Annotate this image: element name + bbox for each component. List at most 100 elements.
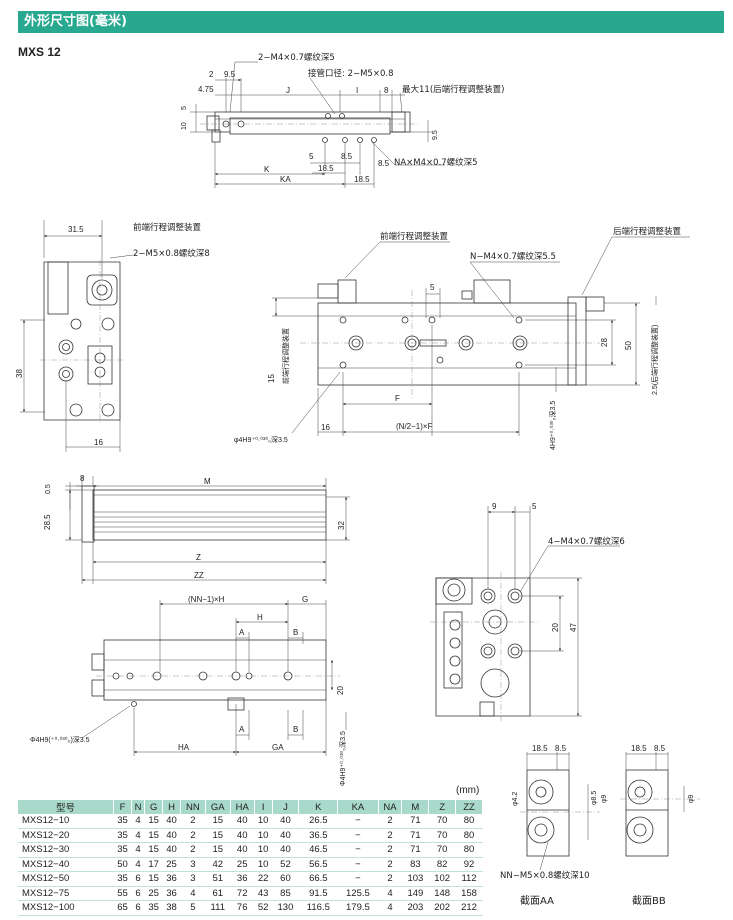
dim-50: 50 <box>624 341 633 350</box>
dim-HA: HA <box>178 743 190 752</box>
table-cell: 50 <box>113 857 132 872</box>
table-cell: 70 <box>428 828 456 843</box>
table-cell: 80 <box>455 828 483 843</box>
table-cell: 6 <box>131 900 145 916</box>
dim-ZZ: ZZ <box>194 571 204 580</box>
table-cell: 36 <box>162 886 181 901</box>
table-cell: 52 <box>254 900 273 916</box>
table-cell: 35 <box>113 871 132 887</box>
table-cell: 15 <box>205 828 231 843</box>
col-Z: Z <box>428 800 457 814</box>
table-cell: 40 <box>272 814 299 829</box>
note-4-m4: 4−M4×0.7螺纹深6 <box>548 536 625 547</box>
table-cell: 2 <box>378 814 402 829</box>
table-cell: 35 <box>113 828 132 843</box>
dim-Z: Z <box>196 553 201 562</box>
col-NN: NN <box>180 800 206 814</box>
table-cell: 80 <box>455 814 483 829</box>
dim-18-5-b: 18.5 <box>318 164 334 173</box>
table-cell: 36 <box>162 871 181 887</box>
table-cell: 212 <box>455 900 483 916</box>
dim-0-5: 0.5 <box>45 484 52 494</box>
table-cell: 202 <box>428 900 456 916</box>
dim-nf: (N/2−1)×F <box>396 422 433 431</box>
table-cell: 25 <box>162 857 181 872</box>
col-NA: NA <box>378 800 403 814</box>
table-cell: 82 <box>428 857 456 872</box>
table-cell: 76 <box>230 900 255 916</box>
table-cell: 149 <box>401 886 429 901</box>
table-cell: 43 <box>254 886 273 901</box>
caption-section-bb: 截面BB <box>632 894 666 907</box>
dim-38: 38 <box>15 369 24 378</box>
dim-5-side: 5 <box>430 283 435 292</box>
table-cell: 61 <box>205 886 231 901</box>
table-cell: 35 <box>113 814 132 829</box>
table-cell: − <box>337 857 378 872</box>
dim-M: M <box>204 477 211 486</box>
table-cell: 85 <box>272 886 299 901</box>
table-cell-model: MXS12−40 <box>18 857 114 872</box>
table-cell: − <box>337 842 378 858</box>
table-header-row: 型号 F N G H NN GA HA I J K KA NA M Z ZZ <box>18 800 483 814</box>
table-cell: 4 <box>378 900 402 916</box>
end-view-right: 9 5 4−M4×0.7螺纹深6 20 47 <box>430 502 625 722</box>
table-cell: 2 <box>378 871 402 887</box>
table-cell: 2 <box>180 828 206 843</box>
table-cell: 51 <box>205 871 231 887</box>
dim-5-v: 5 <box>181 106 188 110</box>
table-cell: 40 <box>162 814 181 829</box>
table-cell-model: MXS12−75 <box>18 886 114 901</box>
table-cell: 22 <box>254 871 273 887</box>
col-I: I <box>254 800 273 814</box>
dim-28: 28 <box>600 338 609 347</box>
table-cell: 102 <box>428 871 456 887</box>
dim-16-l: 16 <box>94 438 103 447</box>
table-cell-model: MXS12−20 <box>18 828 114 843</box>
table-cell: 15 <box>144 871 163 887</box>
table-cell: 103 <box>401 871 429 887</box>
table-cell: 25 <box>144 886 163 901</box>
dim-8-5-c: 8.5 <box>378 159 390 168</box>
col-G: G <box>144 800 164 814</box>
dim-hole-v: 4H9⁺⁰·⁰³⁰₀深3.5 <box>548 401 557 450</box>
dim-15-note: 前端行程调整装置 <box>281 328 290 384</box>
table-cell: 5 <box>180 900 206 916</box>
table-cell: 15 <box>144 828 163 843</box>
note-front-adjust-l: 前端行程调整装置 <box>133 222 202 233</box>
table-cell: 2 <box>378 842 402 858</box>
table-cell: 15 <box>205 814 231 829</box>
table-cell: 15 <box>205 842 231 858</box>
dim-20-end: 20 <box>551 623 560 632</box>
col-KA: KA <box>337 800 379 814</box>
note-front-adjust: 前端行程调整装置 <box>380 231 449 242</box>
dimension-table: 型号 F N G H NN GA HA I J K KA NA M Z ZZ M… <box>18 800 483 916</box>
table-cell: 71 <box>401 814 429 829</box>
table-cell: 2 <box>180 842 206 858</box>
table-cell: 2 <box>180 814 206 829</box>
dim-KA: KA <box>280 175 291 184</box>
table-cell: 158 <box>455 886 483 901</box>
table-cell: 35 <box>144 900 163 916</box>
col-K: K <box>298 800 339 814</box>
dim-4-2-aa: φ4.2 <box>512 792 519 806</box>
dim-32: 32 <box>337 521 346 530</box>
dim-B2: B <box>293 725 298 734</box>
table-cell: 111 <box>205 900 231 916</box>
dim-hole: φ4H9⁺⁰·⁰³⁰₀深3.5 <box>234 435 288 444</box>
table-cell: 60 <box>272 871 299 887</box>
table-cell: 125.5 <box>337 886 378 901</box>
table-cell: 55 <box>113 886 132 901</box>
dim-9-5-v: 9.5 <box>432 130 439 140</box>
dim-15: 15 <box>267 374 276 383</box>
col-N: N <box>131 800 146 814</box>
dim-J: J <box>286 86 290 95</box>
dim-9-bb: φ9 <box>688 794 695 803</box>
table-cell: 203 <box>401 900 429 916</box>
table-cell: 4 <box>131 857 145 872</box>
